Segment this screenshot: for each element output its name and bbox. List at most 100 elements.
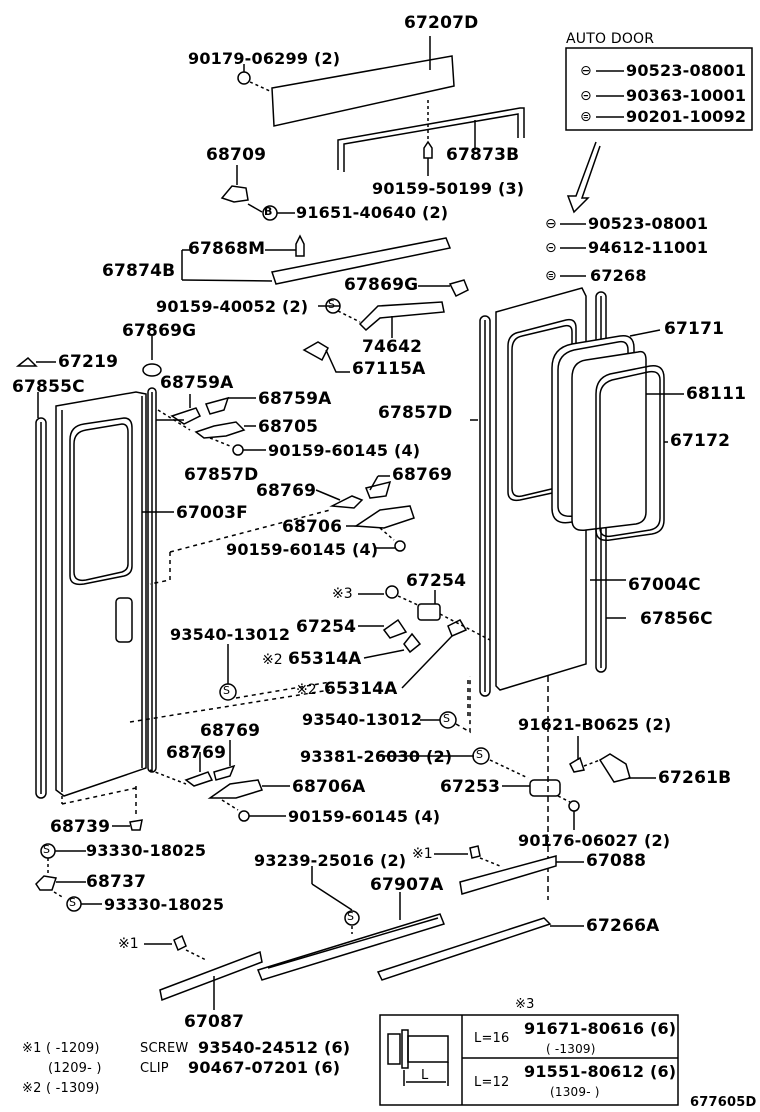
part-label[interactable]: 90363-10001 <box>626 86 747 105</box>
part-label[interactable]: 68759A <box>160 373 234 393</box>
part-label[interactable]: 68709 <box>206 145 267 165</box>
part-label[interactable]: 67857D <box>378 403 453 423</box>
part-label[interactable]: 67268 <box>590 266 647 285</box>
part-label[interactable]: 68769 <box>200 721 261 741</box>
bolt-b-icon <box>262 205 295 221</box>
arrow-icon <box>566 141 601 214</box>
part-label[interactable]: 67003F <box>176 503 248 523</box>
part-label[interactable]: 67907A <box>370 875 444 895</box>
rail-67087 <box>144 934 263 1010</box>
note-range: (1209- ) <box>48 1061 102 1076</box>
part-label[interactable]: 68706 <box>282 517 343 537</box>
stopper-68739 <box>35 786 143 912</box>
part-label[interactable]: 67869G <box>122 321 197 341</box>
part-label[interactable]: 90201-10092 <box>626 107 747 126</box>
part-label[interactable]: 67874B <box>102 261 176 281</box>
plate-67266A <box>376 917 584 981</box>
part-label[interactable]: 67088 <box>586 851 647 871</box>
note-part[interactable]: 90467-07201 (6) <box>188 1058 341 1077</box>
latch-assembly <box>358 585 491 689</box>
part-label[interactable]: 94612-11001 <box>588 238 709 257</box>
note-marker-3: ※3 <box>332 586 353 602</box>
part-label[interactable]: 93540-13012 <box>302 710 423 729</box>
part-label[interactable]: 65314A <box>288 649 362 669</box>
part-label[interactable]: 93330-18025 <box>86 841 207 860</box>
bolt-icon <box>387 1029 449 1086</box>
glass-68111 <box>571 350 684 532</box>
part-label[interactable]: 67253 <box>440 777 501 797</box>
auto-door-box <box>565 47 753 131</box>
part-label[interactable]: 91621-B0625 (2) <box>518 715 672 734</box>
part-label[interactable]: 67004C <box>628 575 701 595</box>
part-label[interactable]: 68759A <box>258 389 332 409</box>
washer-s-symbol: S <box>328 298 335 311</box>
note-part[interactable]: 93540-24512 (6) <box>198 1038 351 1057</box>
diagram-id: 677605D <box>690 1095 757 1110</box>
washer-s-symbol: S <box>43 843 50 856</box>
part-label[interactable]: 67171 <box>664 319 725 339</box>
part-label[interactable]: 67261B <box>658 768 732 788</box>
part-label[interactable]: 91651-40640 (2) <box>296 203 449 222</box>
part-label[interactable]: 93540-13012 <box>170 625 291 644</box>
part-label[interactable]: 90159-50199 (3) <box>372 179 525 198</box>
rail-67873B <box>337 107 525 172</box>
scuff-67907A <box>257 866 445 981</box>
part-label[interactable]: 90159-60145 (4) <box>268 441 421 460</box>
part-label[interactable]: 93330-18025 <box>104 895 225 914</box>
part-label[interactable]: 90159-60145 (4) <box>226 540 379 559</box>
part-label[interactable]: 67856C <box>640 609 713 629</box>
grommet-icon: ⊝ <box>580 88 592 104</box>
part-label[interactable]: 90523-08001 <box>626 61 747 80</box>
note-marker-2: ※2 <box>262 652 283 668</box>
hinge-middle <box>149 475 415 585</box>
part-label[interactable]: 67115A <box>352 359 426 379</box>
part-label[interactable]: 67087 <box>184 1012 245 1032</box>
part-label[interactable]: 93381-26030 (2) <box>300 747 453 766</box>
sill-67088 <box>434 845 584 895</box>
part-label[interactable]: 67219 <box>58 352 119 372</box>
note-mark: ※1 <box>22 1041 42 1056</box>
part-label[interactable]: 68706A <box>292 777 366 797</box>
part-label[interactable]: 67868M <box>188 239 266 259</box>
part-label[interactable]: 65314A <box>324 679 398 699</box>
washer-s-symbol: S <box>443 712 450 725</box>
part-label[interactable]: 68111 <box>686 384 747 404</box>
cap-67869G-left <box>142 336 162 377</box>
part-label[interactable]: 67857D <box>184 465 259 485</box>
door-panel-left <box>55 387 184 797</box>
part-label[interactable]: 67266A <box>586 916 660 936</box>
part-label[interactable]: 90159-40052 (2) <box>156 297 309 316</box>
part-label[interactable]: 68739 <box>50 817 111 837</box>
bolt-table-frame <box>379 1014 679 1106</box>
part-label[interactable]: 90179-06299 (2) <box>188 49 341 68</box>
part-label[interactable]: 67254 <box>296 617 357 637</box>
part-label[interactable]: 68769 <box>256 481 317 501</box>
part-label[interactable]: 68705 <box>258 417 319 437</box>
bolt-part[interactable]: 91671-80616 (6) <box>524 1019 677 1038</box>
part-label[interactable]: 90159-60145 (4) <box>288 807 441 826</box>
part-label[interactable]: 90176-06027 (2) <box>518 831 671 850</box>
nut-icon: ⊖ <box>545 216 557 232</box>
part-label[interactable]: 67172 <box>670 431 731 451</box>
part-label[interactable]: 68737 <box>86 872 147 892</box>
part-label[interactable]: 74642 <box>362 337 423 357</box>
part-label[interactable]: 93239-25016 (2) <box>254 851 407 870</box>
note-marker-1: ※1 <box>412 846 433 862</box>
part-label[interactable]: 68769 <box>392 465 453 485</box>
part-label[interactable]: 67207D <box>404 13 479 33</box>
grommet-icon: ⊝ <box>545 240 557 256</box>
bolt-range: (1309- ) <box>550 1085 600 1099</box>
panel-67207D <box>271 36 455 127</box>
part-label[interactable]: 68769 <box>166 743 227 763</box>
part-label[interactable]: 67254 <box>406 571 467 591</box>
part-label[interactable]: 67873B <box>446 145 520 165</box>
weatherstrip-67172 <box>595 365 668 542</box>
bolt-part[interactable]: 91551-80612 (6) <box>524 1062 677 1081</box>
part-label[interactable]: 67855C <box>12 377 85 397</box>
washer-s-symbol: S <box>347 910 354 923</box>
hinge-lower <box>129 689 331 822</box>
part-label[interactable]: 67869G <box>344 275 419 295</box>
part-label[interactable]: 90523-08001 <box>588 214 709 233</box>
clip-67219 <box>15 356 56 367</box>
